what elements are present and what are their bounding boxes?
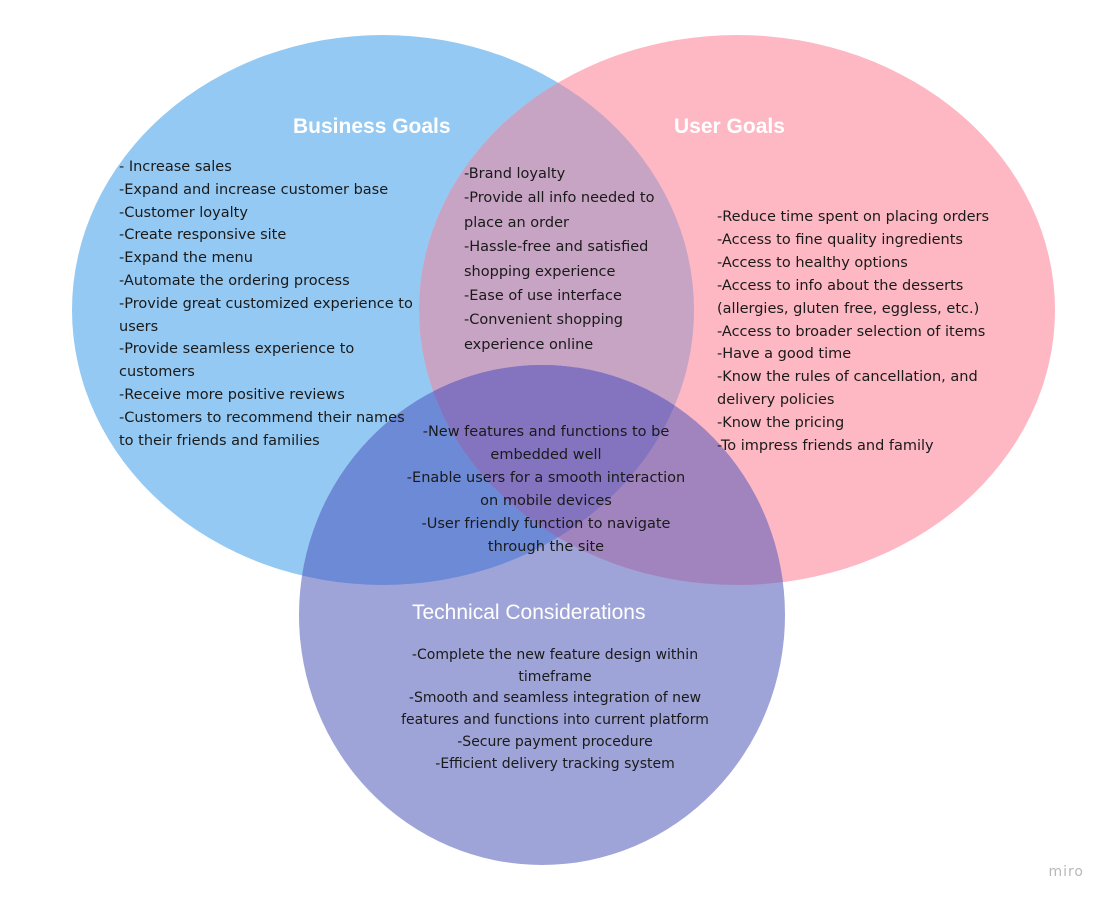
list-item: -Ease of use interface — [464, 288, 622, 305]
list-item: -Access to healthy options — [717, 254, 908, 271]
list-item: -Know the rules of cancellation, and del… — [717, 369, 978, 409]
list-item: -Access to fine quality ingredients — [717, 231, 963, 248]
list-item: - Increase sales — [119, 159, 232, 175]
list-item: -Enable users for a smooth interaction o… — [406, 470, 686, 509]
list-item: -Smooth and seamless integration of new … — [401, 690, 709, 729]
business-user-overlap-list: -Brand loyalty -Provide all info needed … — [464, 162, 674, 357]
list-item: -Convenient shopping experience online — [464, 312, 623, 353]
user-goals-list: -Reduce time spent on placing orders -Ac… — [717, 206, 1017, 458]
all-three-overlap-list: -New features and functions to be embedd… — [405, 421, 687, 559]
list-item: -Access to broader selection of items — [717, 323, 986, 340]
list-item: -Expand the menu — [119, 250, 253, 267]
business-goals-list: - Increase sales -Expand and increase cu… — [119, 156, 419, 452]
list-item: -Receive more positive reviews — [119, 386, 345, 403]
list-item: -Access to info about the desserts (alle… — [717, 277, 980, 317]
list-item: -Customers to recommend their names to t… — [119, 409, 405, 449]
user-goals-title: User Goals — [674, 115, 785, 138]
list-item: -Know the pricing — [717, 415, 845, 432]
list-item: -Secure payment procedure — [457, 733, 653, 750]
list-item: -New features and functions to be embedd… — [422, 424, 670, 463]
list-item: -Complete the new feature design within … — [411, 647, 699, 685]
list-item: -To impress friends and family — [717, 438, 934, 455]
list-item: -Provide all info needed to place an ord… — [464, 190, 655, 231]
list-item: -Expand and increase customer base — [119, 181, 389, 198]
list-item: -Provide seamless experience to customer… — [119, 341, 355, 381]
list-item: -Automate the ordering process — [119, 272, 350, 289]
technical-considerations-title: Technical Considerations — [412, 601, 646, 624]
list-item: -Brand loyalty — [464, 166, 566, 182]
technical-considerations-list: -Complete the new feature design within … — [385, 645, 725, 775]
list-item: -Have a good time — [717, 346, 852, 363]
list-item: -User friendly function to navigate thro… — [421, 516, 671, 555]
miro-watermark: miro — [1048, 864, 1084, 880]
list-item: -Hassle-free and satisfied shopping expe… — [464, 239, 649, 280]
list-item: -Provide great customized experience to … — [119, 295, 413, 335]
list-item: -Reduce time spent on placing orders — [717, 209, 990, 225]
list-item: -Create responsive site — [119, 227, 287, 244]
list-item: -Customer loyalty — [119, 204, 248, 221]
business-goals-title: Business Goals — [293, 115, 451, 138]
list-item: -Efficient delivery tracking system — [435, 755, 675, 772]
